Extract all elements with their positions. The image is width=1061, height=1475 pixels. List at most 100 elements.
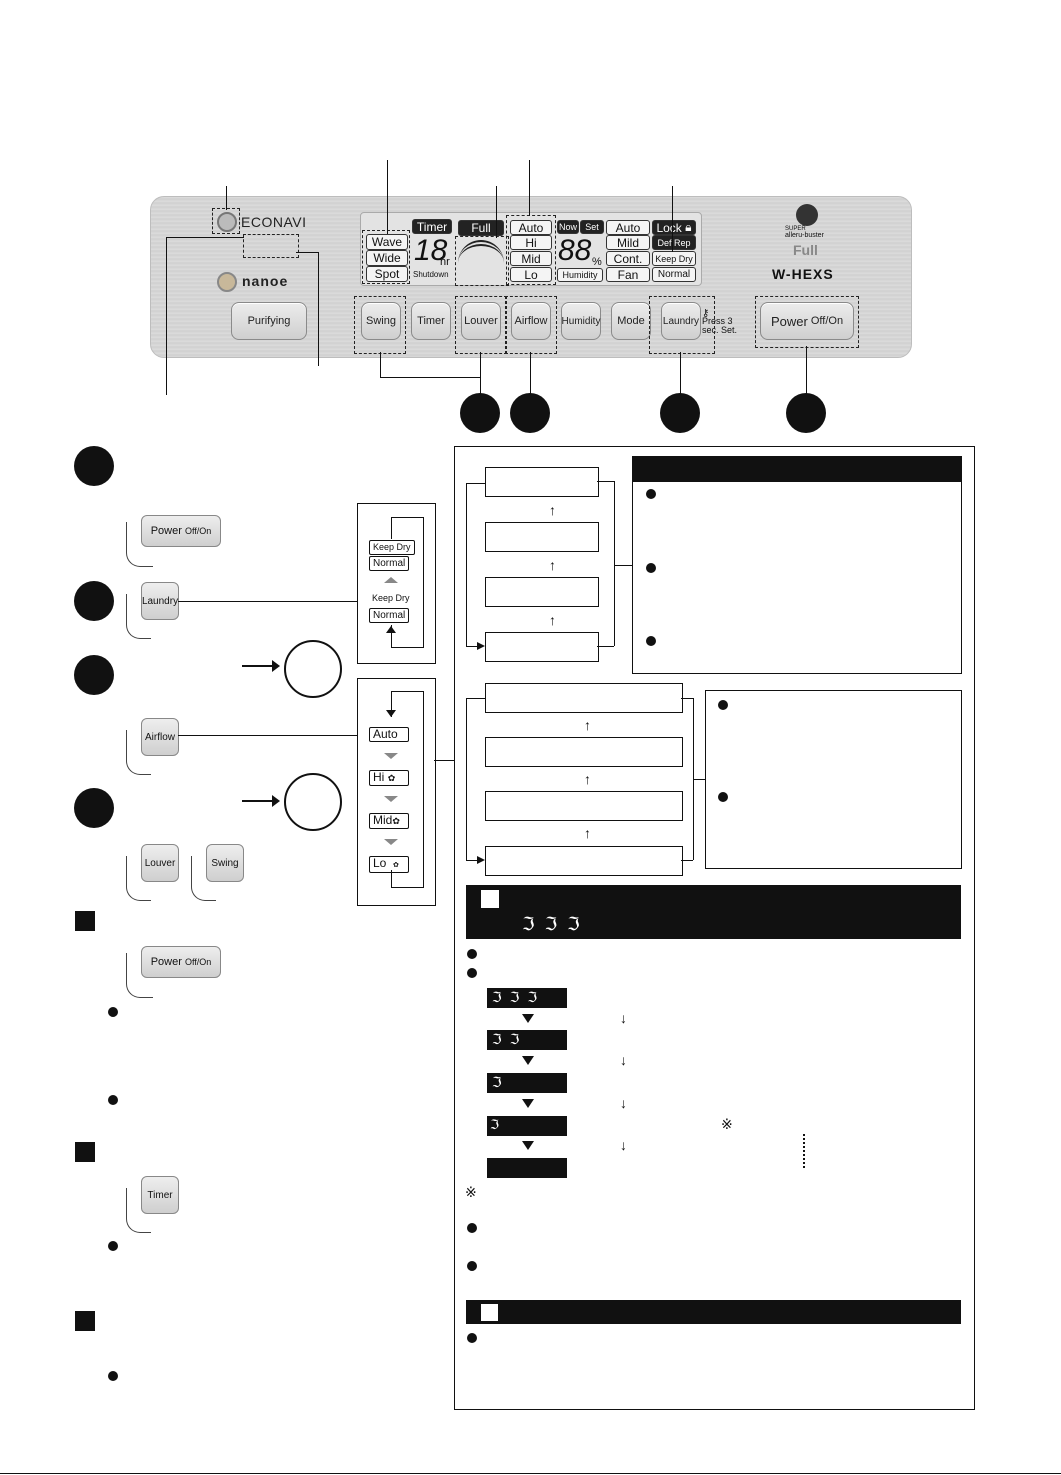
arrow-down-icon <box>384 796 398 802</box>
alleru-buster-logo-icon <box>796 204 818 226</box>
cycle-line <box>391 691 392 717</box>
arrow-down-icon: ↓ <box>620 1095 627 1111</box>
timer-button[interactable]: Timer <box>411 302 451 340</box>
cycle-line <box>391 625 392 647</box>
left-power-button[interactable]: Power Off/On <box>141 515 221 547</box>
swing-outline <box>354 296 406 354</box>
left-power2-button[interactable]: Power Off/On <box>141 946 221 978</box>
humidity-button[interactable]: Humidity <box>561 302 601 340</box>
lcd-humidity-digits: 88 <box>558 234 592 267</box>
arrow-up-icon: ↑ <box>584 825 591 841</box>
finger-press-icon <box>126 953 153 998</box>
person-sensor-icon: ℑ <box>492 1074 502 1090</box>
flow1-bracket <box>597 646 614 647</box>
leader-swing-down <box>380 352 381 377</box>
nanoe-brand: nanoe <box>242 273 289 289</box>
lcd-wave: Wave <box>366 234 408 250</box>
arrow-down-icon <box>386 710 396 717</box>
arrow-head-icon <box>272 795 280 807</box>
leader-sensor-v <box>166 237 167 395</box>
arrow-right-icon <box>477 642 485 650</box>
airflow-lo-text: Lo <box>373 856 387 870</box>
arrow-down-icon <box>384 753 398 759</box>
left-power-label: Power <box>150 525 182 537</box>
callout-laundry <box>660 393 700 433</box>
power-button[interactable]: Power Off/On <box>760 302 854 340</box>
swing-button[interactable]: Swing <box>361 302 401 340</box>
finger-press-icon <box>191 856 216 901</box>
lcd-full: Full <box>458 220 504 236</box>
cycle-line <box>391 691 423 692</box>
airflow-hi-text: Hi <box>373 770 385 784</box>
flow1-box-4 <box>485 632 599 662</box>
bullet <box>718 700 728 710</box>
lcd-lock-label: Lock <box>656 220 682 235</box>
flow1-bracket <box>614 481 615 646</box>
lock-icon: 🔒︎ <box>685 220 692 234</box>
mode-button[interactable]: Mode <box>611 302 651 340</box>
flow1-box-1 <box>485 467 599 497</box>
left-louver-button[interactable]: Louver <box>141 844 179 882</box>
flow2-bracket <box>681 698 693 699</box>
arrow-down-icon <box>522 1099 534 1108</box>
airflow-auto-label: Auto <box>369 727 409 742</box>
left-power2-label: Power <box>150 956 182 968</box>
arrow-to-ring1 <box>242 665 276 667</box>
louver-button[interactable]: Louver <box>461 302 501 340</box>
flow2-box-2 <box>485 737 683 767</box>
arrow-down-icon <box>522 1014 534 1023</box>
lock-hint-line1: Press 3 <box>702 316 733 326</box>
laundry-connector <box>178 601 358 602</box>
lcd-lock: Lock 🔒︎ <box>652 220 696 235</box>
arrow-up-icon <box>384 577 398 583</box>
lcd-hr: hr <box>440 256 450 268</box>
leader-econavi <box>226 186 227 210</box>
lcd-now: Now <box>557 220 579 234</box>
bullet <box>108 1095 118 1105</box>
bullet <box>718 792 728 802</box>
lcd-hi: Hi <box>510 235 552 250</box>
airflow-mid-text: Mid <box>373 813 393 827</box>
section-marker <box>75 1142 95 1162</box>
lcd-mild: Mild <box>606 235 650 250</box>
footnote-mark: ※ <box>465 1184 477 1200</box>
econavi-brand: ECONAVI <box>241 214 307 230</box>
flow2-box-3 <box>485 791 683 821</box>
bottom-section-header <box>466 1300 961 1324</box>
bullet <box>108 1371 118 1381</box>
flow1-note-box <box>632 456 962 674</box>
airflow-outline <box>505 296 557 354</box>
sensor-section-header <box>466 885 961 939</box>
lcd-def: Def <box>657 237 672 248</box>
page-bottom-rule <box>0 1473 1061 1474</box>
lcd-spot: Spot <box>366 266 408 282</box>
finger-press-icon <box>126 522 153 567</box>
airflow-display-outline <box>506 215 556 285</box>
finger-press-icon <box>126 1188 151 1233</box>
fan-icon: ✿ <box>393 862 399 869</box>
lcd-rep: Rep <box>674 237 691 248</box>
flow2-box-4 <box>485 846 683 876</box>
left-timer-button[interactable]: Timer <box>141 1176 179 1214</box>
lcd-timer-digits: 18 <box>414 234 448 267</box>
arrow-down-icon: ↓ <box>620 1137 627 1153</box>
fan-arc-icon <box>458 240 504 284</box>
leader-keepdry <box>672 186 673 252</box>
laundry-outline <box>649 296 715 354</box>
person-sensor-icon: ℑ <box>522 914 545 934</box>
person-sensor-icon: ℑ <box>544 914 568 934</box>
airflow-button[interactable]: Airflow <box>511 302 551 340</box>
purifying-button[interactable]: Purifying <box>231 302 307 340</box>
airflow-mid-label: Mid✿ <box>369 813 409 829</box>
leader-louver-display <box>496 186 497 238</box>
cycle-line <box>391 517 423 518</box>
leader-airflow-display <box>529 160 530 216</box>
laundry-button[interactable]: Laundry <box>661 302 701 340</box>
flow2-bracket <box>681 860 693 861</box>
step-airflow-marker <box>74 655 114 695</box>
laundry-keep-dry-bottom: Keep Dry <box>372 593 410 603</box>
lcd-lo: Lo <box>510 267 552 282</box>
airflow-hi-label: Hi ✿ <box>369 770 409 786</box>
flow2-bracket <box>693 779 705 780</box>
leader-airflow-down <box>530 352 531 394</box>
